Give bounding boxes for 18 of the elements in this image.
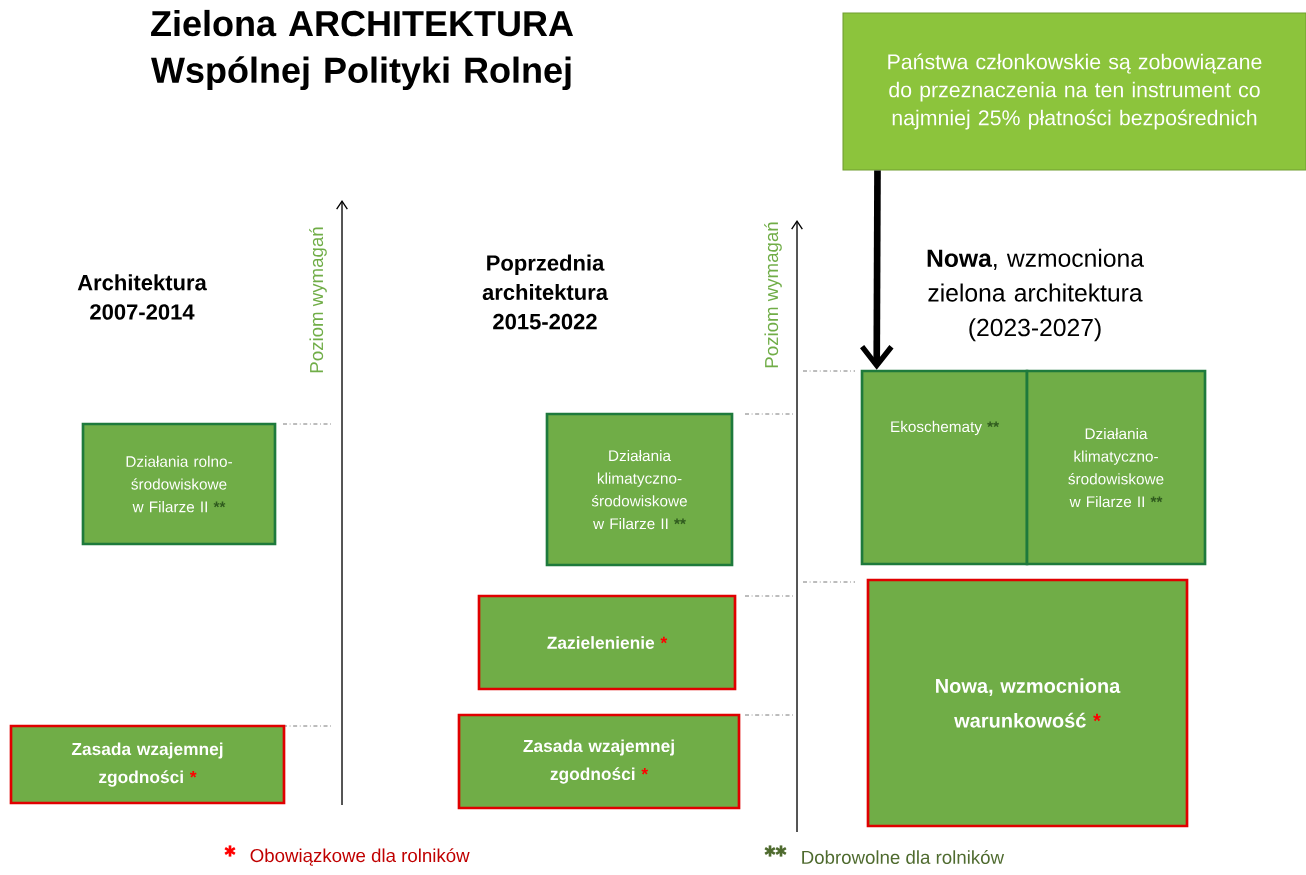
heading: Poprzednia architektura 2015-2022 <box>482 254 609 330</box>
legend-text: Dobrowolne dla rolników <box>802 850 1005 864</box>
arrow <box>860 170 894 370</box>
category-box: Działania klimatyczno-środowiskowe w Filarze II ** <box>545 412 734 567</box>
category-box: Działania klimatyczno-środowiskowe w Filarze II ** <box>1025 369 1207 566</box>
category-box: Zasada wzajemnej zgodności * <box>457 713 741 810</box>
category-box: Nowa, wzmocniona warunkowość * <box>866 578 1189 828</box>
info-box: Państwa członkowskie są zobowiązane do przeznaczenia na ten instrument co najmniej 25% płatności bezpośrednich <box>842 12 1306 171</box>
heading: Nowa, wzmocniona zielona architektura (2023-2027) <box>927 248 1144 342</box>
category-box: Działania rolno-środowiskowe w Filarze II ** <box>81 422 277 546</box>
axis-label: Poziom wymagań <box>309 227 327 373</box>
legend-text: Obowiązkowe dla rolników <box>250 848 470 866</box>
axis-label: Poziom wymagań <box>764 222 782 368</box>
category-box: Zasada wzajemnej zgodności * <box>9 724 286 805</box>
category-box: Ekoschematy ** <box>860 369 1029 566</box>
heading: Architektura 2007-2014 <box>77 274 207 320</box>
category-box: Zazielenienie * <box>477 594 737 691</box>
title: Zielona ARCHITEKTURA Wspólnej Polityki Rolnej <box>151 9 574 91</box>
